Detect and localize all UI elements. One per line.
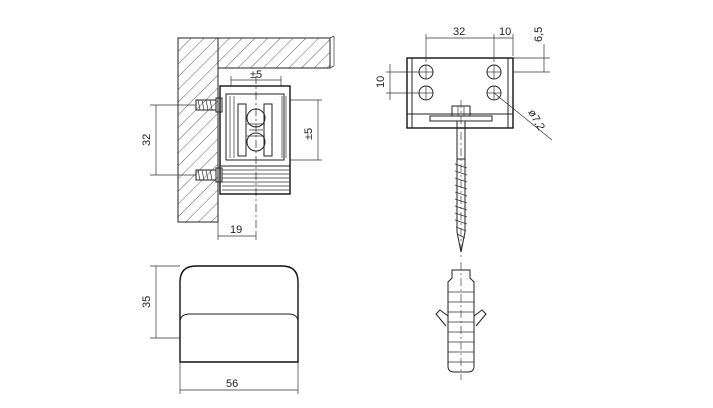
dim-width-top-label: ±5 xyxy=(250,69,262,81)
wall-plug xyxy=(435,262,487,380)
dim-vertical-offset: 10 xyxy=(375,64,419,100)
dim-height-left-label: 32 xyxy=(141,134,153,146)
wall-section xyxy=(177,35,335,223)
wood-screw xyxy=(454,100,468,258)
dim-cover-height: 35 xyxy=(141,265,180,339)
fixing-view: 32 10 6,5 10 ø7,2 xyxy=(375,26,553,380)
dim-top-offset-label: 6,5 xyxy=(533,27,545,42)
dim-height-right: ±5 xyxy=(290,99,322,161)
dim-hole-spacing: 32 xyxy=(425,26,495,62)
dim-cover-width: 56 xyxy=(179,362,299,394)
dim-width-top: ±5 xyxy=(230,69,282,86)
dim-height-left: 32 xyxy=(141,104,196,176)
dim-cover-width-label: 56 xyxy=(226,378,238,390)
dim-height-right-label: ±5 xyxy=(303,128,315,140)
dim-edge-offset-label: 10 xyxy=(499,26,511,38)
side-section-view: ±5 32 ±5 19 xyxy=(141,35,335,240)
bracket-body xyxy=(219,76,291,232)
dim-vertical-offset-label: 10 xyxy=(375,76,387,88)
dim-hole-spacing-label: 32 xyxy=(453,26,465,38)
dim-hole-diameter-label: ø7,2 xyxy=(525,108,546,133)
dim-hole-diameter: ø7,2 xyxy=(493,92,553,141)
front-cover-view: 35 56 xyxy=(141,265,299,394)
dim-top-offset: 6,5 xyxy=(513,27,550,73)
dim-depth-bottom-label: 19 xyxy=(230,224,242,236)
dim-depth-bottom: 19 xyxy=(217,222,257,240)
dim-cover-height-label: 35 xyxy=(141,296,153,308)
dim-edge-offset: 10 xyxy=(494,26,514,56)
